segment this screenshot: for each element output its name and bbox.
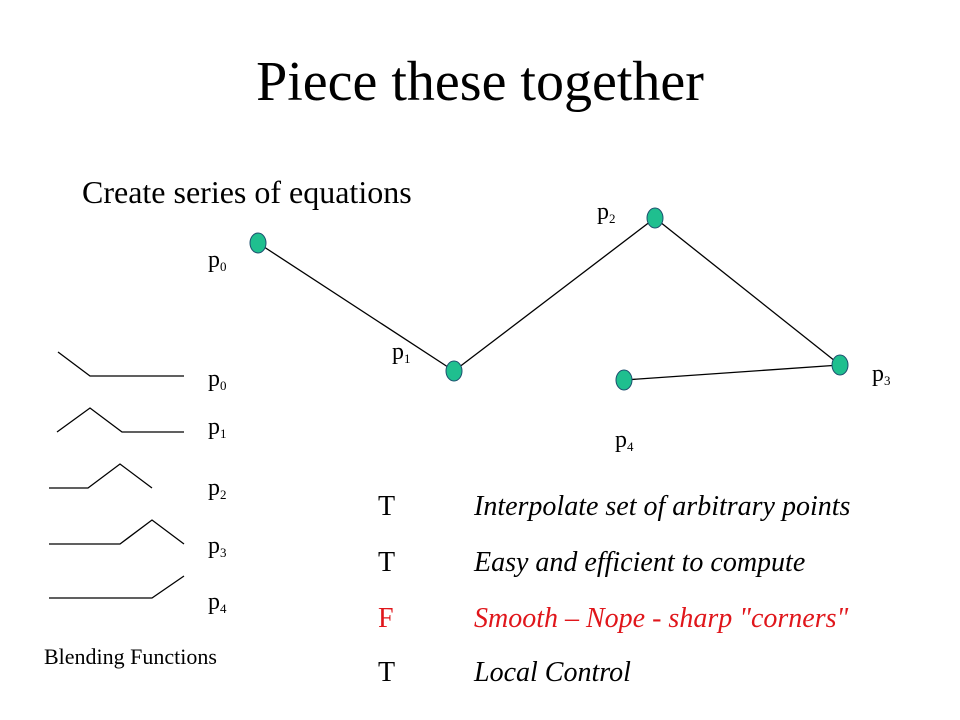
blend-label-p0: p0 — [208, 366, 227, 393]
slide-subtitle: Create series of equations — [82, 174, 412, 210]
blend-label-p1: p1 — [208, 414, 227, 441]
label-p3: p3 — [872, 361, 891, 388]
blending-functions-caption: Blending Functions — [44, 644, 217, 669]
property-flag: T — [378, 547, 396, 578]
label-p0: p0 — [208, 247, 227, 274]
blend-curve-p1 — [56, 407, 184, 433]
control-point-p0[interactable] — [249, 232, 267, 254]
control-points — [249, 207, 849, 391]
edge-p0-p1 — [257, 242, 455, 372]
property-text: Local Control — [474, 657, 631, 688]
control-point-p3[interactable] — [831, 354, 849, 376]
property-flag: T — [378, 657, 396, 688]
edge-p3-p4 — [623, 364, 841, 381]
slide-title: Piece these together — [256, 51, 704, 113]
control-point-p4[interactable] — [615, 369, 633, 391]
control-point-p1[interactable] — [445, 360, 463, 382]
property-text: Smooth – Nope - sharp "corners" — [474, 603, 849, 634]
property-flag: T — [378, 491, 396, 522]
property-text: Easy and efficient to compute — [474, 547, 806, 578]
blend-curve-p2 — [49, 463, 153, 489]
blend-label-p4: p4 — [208, 589, 227, 616]
blend-curve-p0 — [57, 351, 184, 377]
property-flag: F — [378, 603, 394, 634]
edge-p1-p2 — [453, 217, 656, 372]
blend-label-p2: p2 — [208, 475, 227, 502]
control-point-p2[interactable] — [646, 207, 664, 229]
property-text: Interpolate set of arbitrary points — [474, 491, 851, 522]
blend-label-p3: p3 — [208, 533, 227, 560]
edge-p2-p3 — [654, 217, 841, 366]
label-p2: p2 — [597, 199, 616, 226]
blend-curve-p3 — [49, 519, 185, 545]
blending-function-graphs — [49, 351, 185, 599]
label-p4: p4 — [615, 427, 634, 454]
label-p1: p1 — [392, 339, 411, 366]
polyline-edges — [257, 217, 841, 381]
blend-curve-p4 — [49, 575, 185, 599]
